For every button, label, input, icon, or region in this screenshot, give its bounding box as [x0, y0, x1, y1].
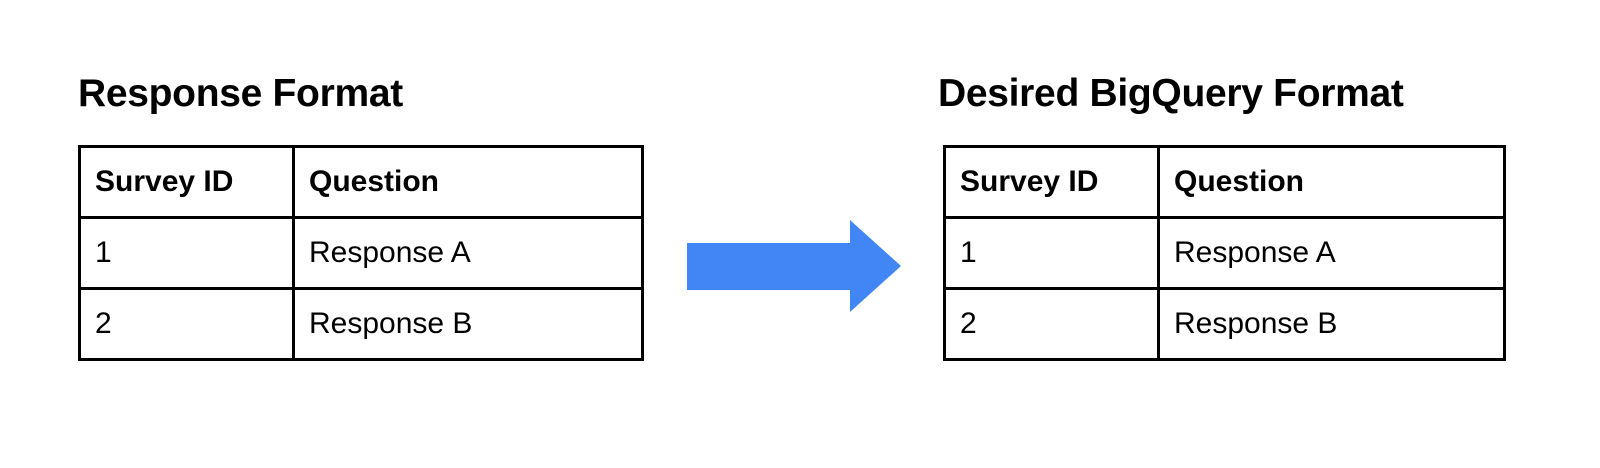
cell-survey-id: 2	[78, 287, 295, 361]
arrow-polygon	[687, 220, 901, 312]
table-row: 1 Response A	[78, 216, 644, 290]
desired-bigquery-format-table: Survey ID Question 1 Response A 2 Respon…	[943, 145, 1506, 361]
response-format-table: Survey ID Question 1 Response A 2 Respon…	[78, 145, 644, 361]
right-panel: Desired BigQuery Format Survey ID Questi…	[865, 0, 1600, 468]
table-header-row: Survey ID Question	[943, 145, 1506, 219]
table-row: 2 Response B	[943, 287, 1506, 361]
left-panel: Response Format Survey ID Question 1 Res…	[0, 0, 680, 468]
column-header-question: Question	[1157, 145, 1506, 219]
table-header-row: Survey ID Question	[78, 145, 644, 219]
left-panel-title: Response Format	[78, 72, 403, 115]
cell-question: Response B	[292, 287, 644, 361]
right-arrow-icon	[683, 216, 905, 316]
cell-question: Response A	[1157, 216, 1506, 290]
cell-survey-id: 1	[943, 216, 1160, 290]
table-row: 2 Response B	[78, 287, 644, 361]
cell-survey-id: 1	[78, 216, 295, 290]
column-header-survey-id: Survey ID	[78, 145, 295, 219]
cell-survey-id: 2	[943, 287, 1160, 361]
table-row: 1 Response A	[943, 216, 1506, 290]
column-header-question: Question	[292, 145, 644, 219]
right-panel-title: Desired BigQuery Format	[938, 72, 1404, 115]
cell-question: Response B	[1157, 287, 1506, 361]
column-header-survey-id: Survey ID	[943, 145, 1160, 219]
cell-question: Response A	[292, 216, 644, 290]
